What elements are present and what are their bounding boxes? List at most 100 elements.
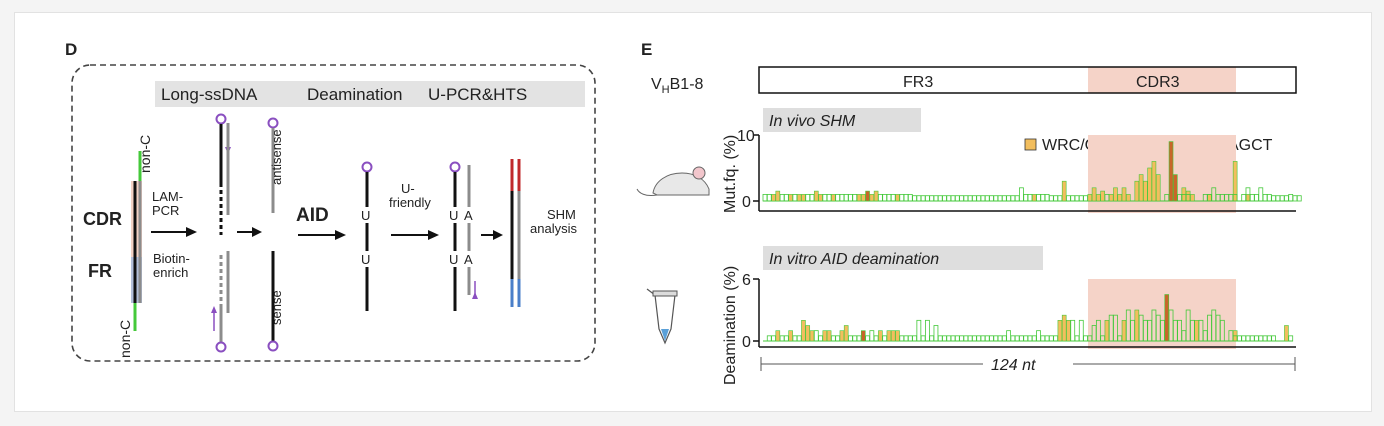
bottom-bar-other [942, 335, 947, 342]
top-bar-wrc [1100, 190, 1105, 202]
u-friendly-arrowhead [428, 230, 439, 240]
legend-agct-label: AGCT [1228, 137, 1273, 154]
top-bar-wrc [873, 190, 879, 202]
bottom-bar-other [967, 335, 973, 342]
panel-e-label: E [641, 40, 652, 59]
top-bar-other [843, 193, 849, 202]
a-letter-2: A [464, 252, 473, 267]
top-bar-wrc [801, 194, 806, 202]
biotin-circle-bottom [215, 341, 227, 353]
top-bar-wrc [1134, 180, 1140, 202]
bottom-bar-other [813, 330, 819, 342]
top-bar-other [886, 193, 892, 202]
bottom-bar-wrc [895, 330, 900, 342]
top-bar-wrc [1185, 190, 1191, 202]
bottom-bar-other [869, 330, 875, 342]
top-bars [762, 141, 1302, 202]
top-bar-agct [1168, 141, 1174, 202]
legend-wrc-swatch [1024, 138, 1037, 151]
bottom-bar-other [848, 335, 853, 342]
bottom-bar-other [920, 335, 926, 342]
top-bar-other [1010, 195, 1016, 202]
top-title-bg [763, 108, 921, 132]
top-bar-wrc [856, 194, 862, 202]
top-bar-wrc [1096, 194, 1101, 202]
top-bar-other [1048, 195, 1054, 202]
bottom-bar-other [937, 335, 943, 342]
top-bar-other [1254, 193, 1259, 202]
top-chart: In vivo SHM Mut.fq. (%) 10 0 [722, 108, 1302, 213]
aid-label: AID [296, 205, 329, 226]
top-tick-label-10: 10 [737, 128, 755, 145]
bottom-cdr3-shade [1088, 279, 1236, 349]
bottom-bar-wrc [843, 325, 849, 342]
top-bar-wrc [1245, 194, 1251, 202]
u-mask-2 [359, 251, 375, 267]
duplex-extension-head [472, 292, 478, 299]
top-bar-other [929, 195, 935, 202]
bottom-bar-wrc [1057, 320, 1063, 342]
deaminated-biotin [361, 161, 373, 173]
step-long-ssdna: Long-ssDNA [161, 85, 258, 104]
top-bar-other [984, 195, 990, 202]
bottom-bar-other [997, 335, 1003, 342]
top-bar-other [822, 193, 828, 202]
bottom-bar-wrc [822, 330, 828, 342]
bottom-bar-other [903, 335, 909, 342]
top-bar-other [1036, 193, 1041, 202]
bottom-bar-other [873, 335, 879, 342]
x-length-label: 124 nt [991, 357, 1036, 374]
a-letter-1: A [464, 208, 473, 223]
u-mask-1 [359, 207, 375, 223]
top-bar-other [989, 195, 994, 202]
top-bar-wrc [788, 194, 793, 202]
bottom-bar-other [1245, 335, 1251, 342]
top-bar-wrc [1091, 187, 1097, 202]
top-bar-other [1053, 195, 1059, 202]
bottom-bar-other [1001, 335, 1007, 342]
aid-arrowhead [335, 230, 346, 240]
top-bar-wrc [895, 194, 900, 202]
top-bar-other [1023, 193, 1029, 202]
mouse-icon [636, 166, 710, 196]
bottom-bar-wrc [890, 330, 896, 342]
top-bar-wrc [1138, 174, 1144, 202]
bottom-bar-other [1258, 335, 1264, 342]
bottom-bar-other [783, 335, 789, 342]
top-bar-other [933, 195, 939, 202]
top-bar-other [946, 195, 952, 202]
lam-pcr-label-1: LAM- [152, 189, 183, 204]
top-bar-other [1074, 195, 1080, 202]
top-bar-other [1241, 193, 1247, 202]
bottom-bar-other [1160, 319, 1165, 342]
top-bar-other [878, 193, 883, 202]
top-bar-wrc [1121, 187, 1127, 202]
bottom-bar-other [1249, 335, 1255, 342]
top-bar-other [779, 193, 785, 202]
u-friendly-label-2: friendly [389, 195, 431, 210]
top-bar-other [1070, 195, 1076, 202]
top-bar-other [916, 195, 922, 202]
bottom-y-label: Deamination (%) [722, 266, 739, 385]
shm-label-2: analysis [530, 221, 577, 236]
top-bar-wrc [1126, 194, 1131, 202]
top-bar-other [1258, 187, 1264, 202]
bottom-bar-wrc [801, 320, 806, 342]
shm-label-1: SHM [547, 207, 576, 222]
non-c-top-label: non-C [137, 135, 153, 173]
top-bar-other [1040, 193, 1046, 202]
bottom-bar-other [1237, 335, 1242, 342]
bottom-bar-other [1288, 335, 1294, 342]
bottom-bar-other [989, 335, 994, 342]
panel-e: E VHB1-8 FR3 CDR3 WRC/GYW AGCT [636, 40, 1302, 385]
top-bar-other [805, 193, 811, 202]
top-bar-other [903, 193, 909, 202]
bottom-bar-other [954, 335, 960, 342]
bottom-bar-other [835, 335, 841, 342]
top-bar-other [925, 195, 930, 202]
lam-pcr-label-2: PCR [152, 203, 179, 218]
top-bar-other [1078, 195, 1084, 202]
bottom-bar-agct [1164, 294, 1170, 342]
bottom-bar-wrc [775, 330, 781, 342]
bottom-bar-other [882, 335, 888, 342]
